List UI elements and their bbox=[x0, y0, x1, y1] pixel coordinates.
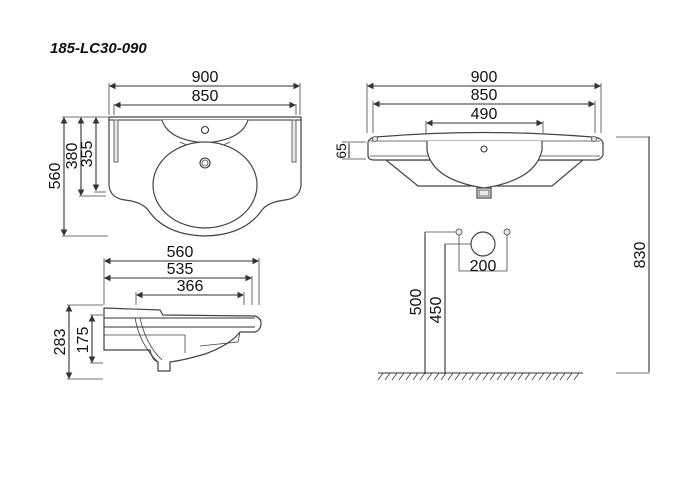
top-view: 900 850 560 380 355 bbox=[47, 69, 302, 237]
install-dim-200: 200 bbox=[470, 258, 497, 275]
top-dim-900: 900 bbox=[192, 69, 219, 86]
front-dim-65: 65 bbox=[333, 143, 349, 159]
install-dim-450: 450 bbox=[428, 297, 445, 324]
installation-view: 200 500 450 bbox=[377, 228, 583, 381]
top-dim-355: 355 bbox=[79, 141, 96, 168]
top-dim-560: 560 bbox=[47, 163, 64, 190]
side-dim-175: 175 bbox=[75, 327, 92, 354]
front-dim-900: 900 bbox=[471, 69, 498, 86]
floor-hatch bbox=[377, 372, 580, 381]
install-dim-500: 500 bbox=[408, 289, 425, 316]
side-dim-535: 535 bbox=[167, 261, 194, 278]
front-view: 900 850 490 65 830 bbox=[333, 69, 650, 374]
top-dim-850: 850 bbox=[192, 88, 219, 105]
side-dim-366: 366 bbox=[177, 278, 204, 295]
side-dim-560: 560 bbox=[167, 244, 194, 261]
front-dim-830: 830 bbox=[632, 242, 649, 269]
side-view: 560 535 366 283 175 bbox=[52, 244, 262, 380]
model-title: 185-LC30-090 bbox=[50, 40, 147, 57]
side-dim-283: 283 bbox=[52, 329, 69, 356]
front-dim-850: 850 bbox=[471, 87, 498, 104]
front-dim-490: 490 bbox=[471, 106, 498, 123]
top-dim-380: 380 bbox=[64, 143, 81, 170]
